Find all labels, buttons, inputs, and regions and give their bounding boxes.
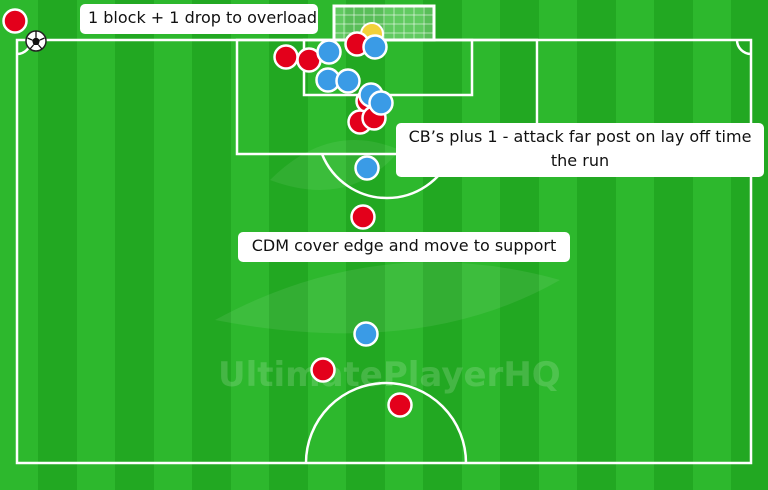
red-player xyxy=(387,392,413,418)
watermark: UltimatePlayerHQ xyxy=(215,140,561,395)
overload-label: 1 block + 1 drop to overload xyxy=(80,4,318,34)
red-team xyxy=(2,8,413,418)
blue-player xyxy=(354,155,380,181)
blue-player xyxy=(368,90,394,116)
red-player xyxy=(350,204,376,230)
blue-player xyxy=(335,68,361,94)
football-icon xyxy=(25,30,47,52)
watermark-text: UltimatePlayerHQ xyxy=(218,355,561,395)
blue-team xyxy=(315,34,394,347)
cb-plus-one-label: CB’s plus 1 - attack far post on lay off… xyxy=(396,123,764,177)
center-circle xyxy=(304,381,468,464)
blue-player xyxy=(353,321,379,347)
blue-player xyxy=(316,39,342,65)
red-player xyxy=(273,44,299,70)
corner-arc-right xyxy=(735,39,752,56)
cdm-label: CDM cover edge and move to support xyxy=(238,232,570,262)
red-player xyxy=(2,8,28,34)
blue-player xyxy=(362,34,388,60)
red-player xyxy=(310,357,336,383)
